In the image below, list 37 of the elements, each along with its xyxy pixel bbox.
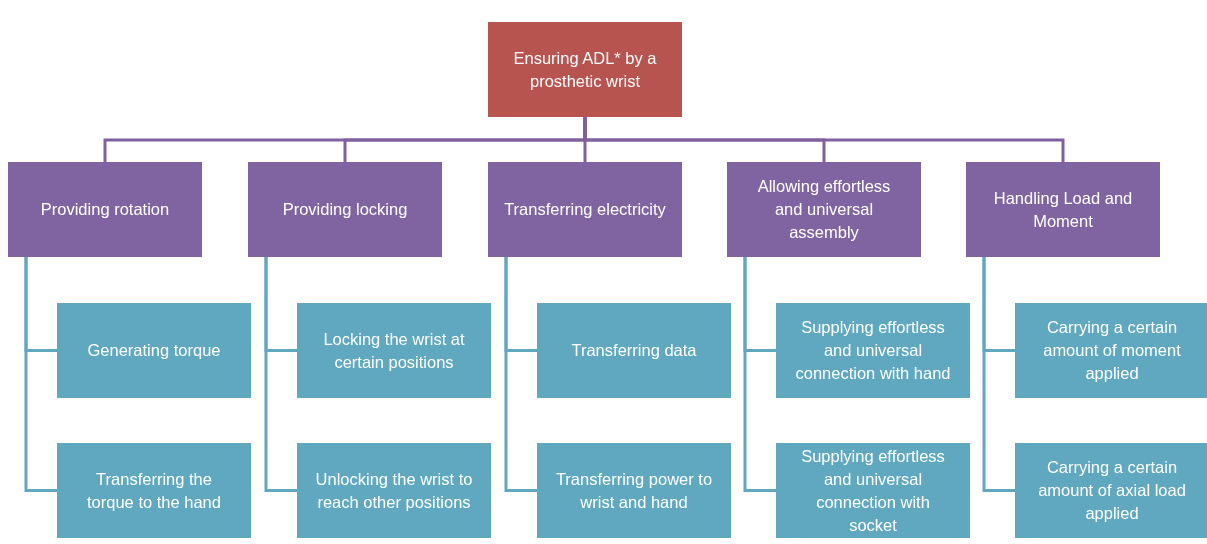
box-label: Handling Load and Moment	[992, 187, 1134, 232]
subfunction-box	[776, 303, 970, 398]
box-label: Allowing effortless and universal assembly	[756, 176, 892, 243]
subfunction-box	[537, 303, 731, 398]
box-label: Supplying effortless and universal connection with socket	[800, 445, 946, 536]
root-box	[488, 22, 682, 117]
box-label: Providing locking	[282, 199, 408, 220]
connector-line	[743, 257, 776, 492]
box-label: Transferring data	[571, 340, 697, 361]
connector-line	[504, 257, 537, 492]
box-label: Generating torque	[87, 340, 221, 361]
function-box	[8, 162, 202, 257]
box-label: Carrying a certain amount of moment applied	[1042, 317, 1182, 384]
box-label: Carrying a certain amount of axial load applied	[1037, 457, 1187, 524]
box-label: Ensuring ADL* by a prosthetic wrist	[512, 47, 658, 92]
function-box	[248, 162, 442, 257]
subfunction-box	[297, 443, 491, 538]
box-label: Transferring electricity	[504, 199, 666, 220]
connector-line	[264, 257, 297, 492]
subfunction-box	[57, 303, 251, 398]
box-label: Supplying effortless and universal connection with hand	[794, 317, 952, 384]
connector-line	[24, 257, 57, 492]
box-label: Providing rotation	[40, 199, 170, 220]
box-label: Unlocking the wrist to reach other positions	[314, 468, 474, 513]
function-box	[966, 162, 1160, 257]
connector-line	[982, 257, 1015, 492]
function-box	[488, 162, 682, 257]
subfunction-box	[537, 443, 731, 538]
box-label: Transferring the torque to the hand	[86, 468, 222, 513]
subfunction-box	[1015, 303, 1207, 398]
subfunction-box	[776, 443, 970, 538]
subfunction-box	[297, 303, 491, 398]
box-label: Locking the wrist at certain positions	[322, 328, 466, 373]
function-box	[727, 162, 921, 257]
subfunction-box	[57, 443, 251, 538]
subfunction-box	[1015, 443, 1207, 538]
box-label: Transferring power to wrist and hand	[554, 468, 714, 513]
